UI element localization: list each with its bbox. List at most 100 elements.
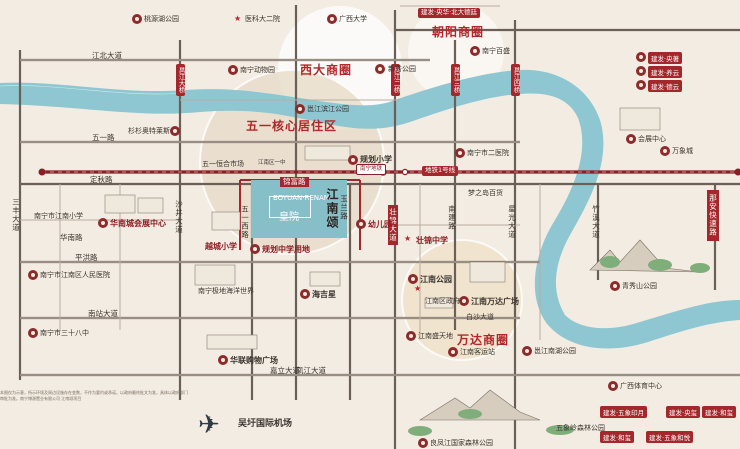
road-shazhu: 沙井大道 (174, 200, 184, 234)
place-baisha-road[interactable]: 白沙大道 (466, 313, 494, 321)
place-wanda-plaza[interactable]: 江南万达广场 (471, 297, 519, 306)
tag-jianfa-yangzhu[interactable]: 建发·央著 (648, 52, 683, 64)
place-kindergarten[interactable]: 幼儿园 (368, 220, 392, 229)
place-plan-primary[interactable]: 规划小学 (360, 155, 392, 164)
place-38-middle[interactable]: 南宁市三十八中 (40, 329, 89, 337)
place-liangfeng-forest[interactable]: 良凤江国家森林公园 (430, 439, 493, 447)
place-pin (418, 438, 428, 448)
place-haijixing[interactable]: 海吉星 (312, 290, 336, 299)
place-sports-center[interactable]: 广西体育中心 (620, 382, 662, 390)
place-huanancheng[interactable]: 华南城会展中心 (110, 219, 166, 228)
tag-jianfa-hexi-right[interactable]: 建发·和玺 (702, 406, 737, 418)
place-guangxi-univ[interactable]: 广西大学 (339, 15, 367, 23)
road-fengjiang: 凤江大道 (296, 366, 326, 375)
road-xinghu: 星光大道 (507, 205, 517, 239)
place-wuxiangling-forest[interactable]: 五象岭森林公园 (556, 424, 605, 432)
project-brand: BOYUAN·RENAN (273, 194, 330, 202)
bridge-yongjiang: 邕江大桥 (176, 64, 186, 96)
place-pin (636, 52, 646, 62)
place-wuyi-market[interactable]: 五一恒合市场 (202, 160, 244, 168)
place-pin (228, 65, 238, 75)
place-qingxiu-park[interactable]: 青秀山公园 (622, 282, 657, 290)
tag-jianfa-yangxi[interactable]: 建发·央玺 (666, 406, 701, 418)
place-xinxiu[interactable]: 新秀公园 (388, 65, 416, 73)
metro-label: 地铁1号线 (422, 166, 459, 176)
yong-river (0, 69, 740, 349)
road-wuyi: 五一路 (92, 133, 115, 142)
place-jiangnan-park[interactable]: 江南公园 (420, 275, 452, 284)
place-pin (28, 270, 38, 280)
tag-jianfa-deyun[interactable]: 建发·德云 (648, 80, 683, 92)
tag-jianfa-hexi[interactable]: 建发·和玺 (600, 431, 635, 443)
place-pin (455, 148, 465, 158)
mountain-liangfeng (418, 389, 541, 421)
place-nanhu-park[interactable]: 邕江南湖公园 (534, 347, 576, 355)
place-bus-station[interactable]: 江南客运站 (460, 348, 495, 356)
place-plan-middle[interactable]: 规划中学用地 (262, 245, 310, 254)
place-pin (132, 14, 142, 24)
place-pin (660, 146, 670, 156)
place-mengzhidao[interactable]: 梦之岛百货 (468, 189, 503, 197)
place-hualian[interactable]: 华联购物广场 (230, 356, 278, 365)
place-pin (636, 80, 646, 90)
tag-jianfa-yangyun[interactable]: 建发·养云 (648, 66, 683, 78)
place-pin (610, 281, 620, 291)
place-pin (522, 346, 532, 356)
place-shanshan[interactable]: 杉杉奥特莱斯 (128, 127, 170, 135)
place-pin (636, 66, 646, 76)
place-jianfa-yanghua[interactable]: 建发·央华·北大德廷 (418, 8, 481, 18)
project-logo (269, 196, 311, 218)
place-pin (448, 347, 458, 357)
place-shengtiandi[interactable]: 江南盛天地 (418, 332, 453, 340)
project-name: 皇院 (279, 212, 299, 223)
place-pin (98, 218, 108, 228)
place-zhuangjin-middle[interactable]: 壮锦中学 (416, 236, 448, 245)
disclaimer-text: 本图仅为示意，所示环境及周边设施存在变数，不作为要约或承诺，以政府最终批文为准，… (0, 390, 188, 401)
place-yuecheng-primary[interactable]: 越城小学 (205, 242, 237, 251)
project-site[interactable]: BOYUAN·RENAN 皇院 江南颂 (251, 180, 347, 238)
road-nanjian: 南建路 (447, 205, 457, 231)
place-pin (408, 274, 418, 284)
road-dinghua: 定秋路 (90, 175, 113, 184)
district-wanda: 万达商圈 (457, 333, 510, 347)
place-pin (300, 289, 310, 299)
place-pin (250, 244, 260, 254)
place-jiangnan-yizhong[interactable]: 江南区一中 (258, 160, 286, 166)
tag-jianfa-wuxiang-yinyue[interactable]: 建发·五象印月 (600, 406, 648, 418)
airplane-icon: ✈ (198, 410, 220, 440)
place-pin (406, 331, 416, 341)
place-zoo[interactable]: 南宁动物园 (240, 66, 275, 74)
place-pin (28, 328, 38, 338)
road-wujian: 五一西路 (240, 205, 250, 239)
place-pin (348, 155, 358, 165)
project-title: 江南颂 (325, 188, 339, 230)
place-polar-ocean[interactable]: 南宁极地海洋世界 (198, 287, 254, 295)
place-hospital2[interactable]: 南宁市二医院 (467, 149, 509, 157)
place-baisheng[interactable]: 南宁百盛 (482, 47, 510, 55)
place-mixc[interactable]: 万象城 (672, 147, 693, 155)
place-pin (608, 381, 618, 391)
place-taoyuanhu[interactable]: 桃源湖公园 (144, 15, 179, 23)
place-pin (218, 355, 228, 365)
place-binjiang[interactable]: 邕江滨江公园 (307, 105, 349, 113)
road-zhuangjin: 壮锦大道 (388, 205, 398, 245)
place-district-hospital[interactable]: 南宁市江南区人民医院 (40, 271, 110, 279)
place-pin (470, 46, 480, 56)
place-jiangnan-primary[interactable]: 南宁市江南小学 (34, 212, 83, 220)
place-district-gov[interactable]: 江南区政府 (425, 297, 460, 305)
bridge-yong2: 邕江二桥 (391, 64, 401, 96)
place-pin (375, 64, 385, 74)
place-yike[interactable]: 医科大二院 (245, 15, 280, 23)
road-huanan: 华南路 (60, 233, 83, 242)
road-nanzhan: 南站大道 (88, 309, 118, 318)
place-pin (626, 134, 636, 144)
district-chaoyang: 朝阳商圈 (432, 25, 485, 39)
road-bridge-bottom: 嘉立大道 (270, 366, 300, 375)
place-pin (295, 104, 305, 114)
tag-jianfa-wuxiang-heyue[interactable]: 建发·五象和悦 (646, 431, 694, 443)
place-wuxu-airport[interactable]: 吴圩国际机场 (238, 419, 293, 429)
district-xida: 西大商圈 (300, 63, 353, 77)
place-exhibition[interactable]: 会展中心 (638, 135, 666, 143)
place-pin (356, 219, 366, 229)
